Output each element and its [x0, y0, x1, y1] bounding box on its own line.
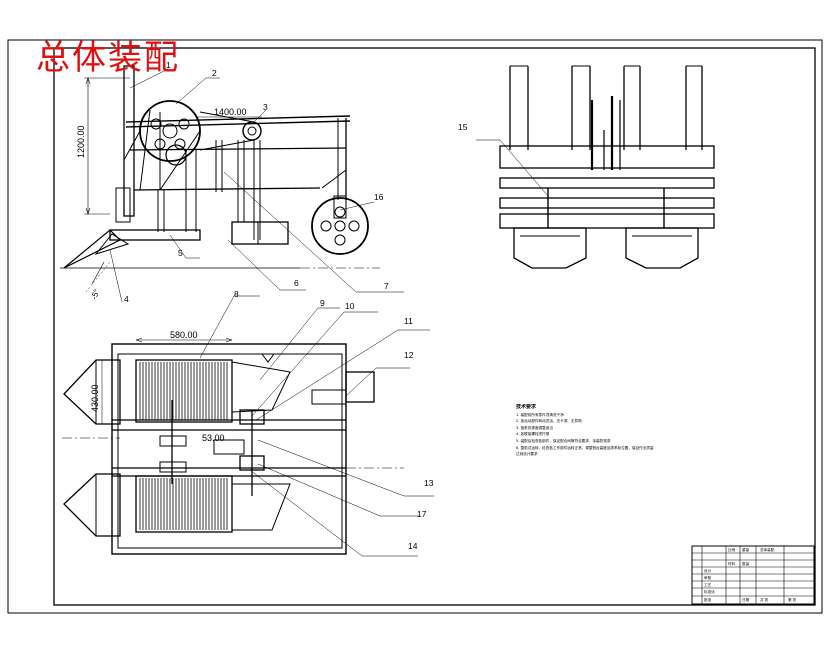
part-label-2: 2	[212, 68, 217, 78]
tb-cell-4: 数量	[742, 561, 750, 566]
technical-requirements: 技术要求 1. 装配前所有零件须清洗干净 2. 各运动部件转动灵活，无卡滞、无异…	[516, 404, 694, 458]
top-view	[62, 295, 434, 557]
tb-cell-3: 重量	[742, 547, 750, 552]
dim-angle: -5°	[89, 288, 101, 301]
part-label-10: 10	[345, 301, 355, 311]
part-label-5: 5	[178, 248, 183, 258]
tb-cell-0: 总体装配	[760, 547, 775, 552]
part-label-15: 15	[458, 122, 468, 132]
part-label-8: 8	[234, 289, 239, 299]
dimension-labels: 1200.00 1400.00 580.00 430.00 53.00 -5°	[76, 107, 247, 443]
tech-note-item: 1. 装配前所有零件须清洗干净	[516, 412, 564, 417]
title-block: 总体装配 比例 材料 重量 数量 设计 审核 工艺 标准化 批准 日期 共 张 …	[704, 547, 797, 602]
front-view	[476, 65, 715, 269]
tech-note-item: 6. 整机试运转，检查各工作部件运转正常，调整割台高度及拨禾轮位置，保证作业质量	[516, 445, 654, 450]
tb-cell-9: 批准	[704, 597, 712, 602]
tech-note-item: 5. 装配后检查各部件，保证配合间隙符合要求，涂装防锈漆	[516, 438, 611, 443]
tech-note-item: 2. 各运动部件转动灵活，无卡滞、无异响	[516, 419, 582, 424]
tb-cell-5: 设计	[704, 568, 712, 573]
part-number-labels: 1 2 3 4 5 6 7 8 9 10 11 12 13 14 15 16 1…	[124, 60, 468, 551]
part-label-7: 7	[384, 281, 389, 291]
part-label-9: 9	[320, 298, 325, 308]
part-label-6: 6	[294, 278, 299, 288]
part-label-12: 12	[404, 350, 414, 360]
part-label-4: 4	[124, 294, 129, 304]
tech-note-item: 达到设计要求	[516, 452, 538, 457]
part-label-16: 16	[374, 192, 384, 202]
tb-cell-2: 材料	[728, 561, 736, 566]
part-label-17: 17	[417, 509, 427, 519]
tech-note-item: 3. 链条张紧度调整适当	[516, 425, 553, 430]
part-label-3: 3	[263, 102, 268, 112]
tb-cell-11: 共 张	[760, 597, 769, 602]
tech-notes-heading: 技术要求	[516, 404, 537, 410]
part-label-11: 11	[404, 316, 413, 326]
side-view	[60, 65, 404, 303]
tb-cell-7: 工艺	[704, 582, 712, 587]
tb-cell-8: 标准化	[704, 589, 715, 594]
part-label-1: 1	[166, 60, 171, 70]
dim-wheelbase: 1400.00	[214, 107, 247, 117]
dim-collector-width: 580.00	[170, 330, 198, 340]
tech-note-item: 4. 各联接螺栓须拧紧	[516, 432, 550, 437]
title-block-grid	[691, 545, 815, 605]
dim-total-height: 1200.00	[76, 125, 86, 158]
outer-frame	[7, 39, 823, 614]
drawing-title: 总体装配	[36, 38, 180, 78]
tb-cell-10: 日期	[742, 597, 750, 602]
part-label-13: 13	[424, 478, 434, 488]
part-label-14: 14	[408, 541, 418, 551]
dim-divider-width: 430.00	[90, 384, 100, 412]
inner-frame	[53, 47, 816, 606]
tb-cell-12: 第 张	[788, 597, 797, 602]
dim-shaft-spacing: 53.00	[202, 433, 225, 443]
tb-cell-1: 比例	[728, 547, 736, 552]
tb-cell-6: 审核	[704, 575, 712, 580]
